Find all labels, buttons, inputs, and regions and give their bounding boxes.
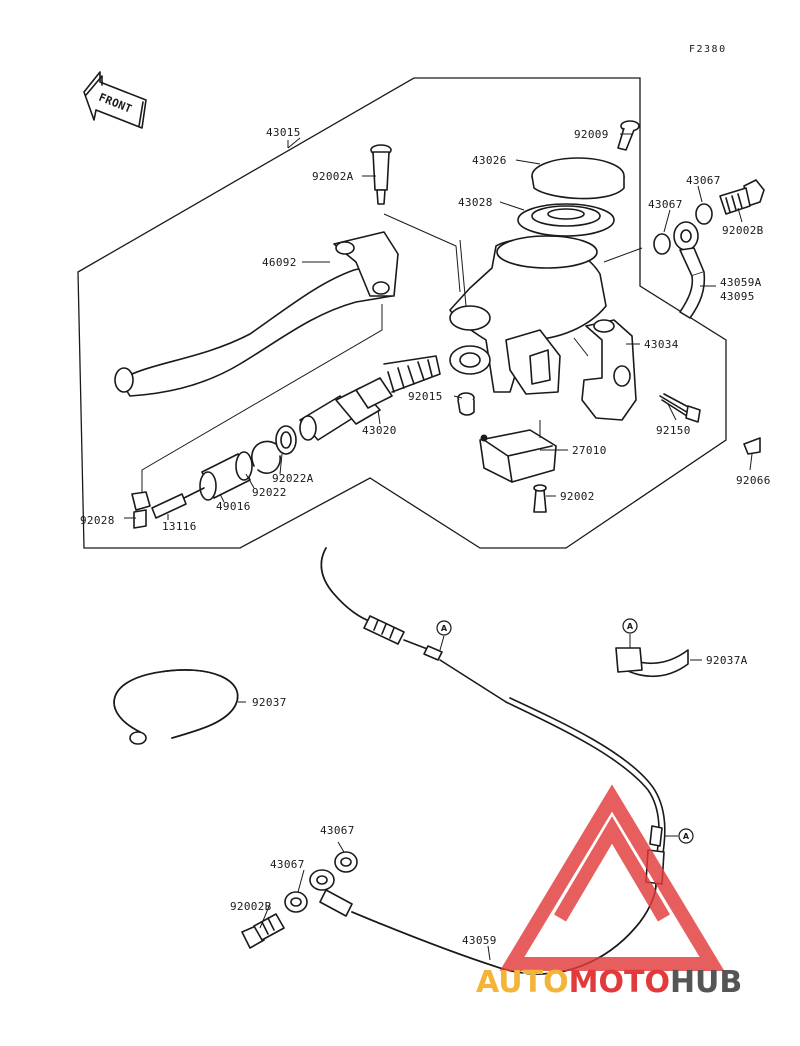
- washer-43067-top-b: [695, 203, 713, 225]
- callout-a-lower: A: [664, 828, 694, 844]
- lever-46092: [114, 231, 399, 397]
- label-43067-low-b: 43067: [270, 858, 305, 871]
- label-92150: 92150: [656, 424, 691, 437]
- label-92002: 92002: [560, 490, 595, 503]
- label-43020: 43020: [362, 424, 397, 437]
- label-92037A: 92037A: [706, 654, 748, 667]
- bolt-92002B-top: [719, 179, 765, 215]
- label-13116: 13116: [162, 520, 197, 533]
- label-92022: 92022: [252, 486, 287, 499]
- label-43067-top-b: 43067: [686, 174, 721, 187]
- label-49016: 49016: [216, 500, 251, 513]
- watermark-part-3: HUB: [670, 965, 742, 1000]
- cap-92066: [743, 437, 761, 455]
- label-92028: 92028: [80, 514, 115, 527]
- nut-92028: [131, 491, 151, 511]
- svg-text:A: A: [627, 622, 634, 631]
- svg-text:AUTOMOTOHUB: AUTOMOTOHUB: [476, 965, 742, 1000]
- clamp-43034: [581, 319, 637, 421]
- callout-a-right: A: [622, 618, 638, 648]
- master-cylinder-body: [449, 235, 607, 395]
- diaphragm-43028: [517, 203, 615, 237]
- clamp-92037A: [615, 647, 689, 677]
- label-43028: 43028: [458, 196, 493, 209]
- watermark-part-2: MOTO: [569, 965, 670, 1000]
- label-43034: 43034: [644, 338, 679, 351]
- assembly-frame: [77, 77, 727, 549]
- svg-text:A: A: [441, 624, 448, 633]
- label-46092: 46092: [262, 256, 297, 269]
- label-43067-low-a: 43067: [320, 824, 355, 837]
- label-27010: 27010: [572, 444, 607, 457]
- part-labels: 43015 92002A 46092 92009 43026 43028 430…: [80, 126, 771, 947]
- pushrod-13116: [151, 487, 205, 519]
- circlip-92022A: [251, 440, 281, 474]
- label-92009: 92009: [574, 128, 609, 141]
- screw-92009: [617, 120, 640, 151]
- svg-text:A: A: [683, 832, 690, 841]
- label-92002A: 92002A: [312, 170, 354, 183]
- washer-43067-top-a: [653, 233, 671, 255]
- figure-code: F2380: [689, 44, 727, 55]
- callout-a-upper: A: [436, 620, 452, 651]
- pipe-upper: [439, 659, 507, 703]
- screw-92002: [533, 484, 547, 513]
- label-43059: 43059: [462, 934, 497, 947]
- label-92002B-lower: 92002B: [230, 900, 272, 913]
- label-43067-top-a: 43067: [648, 198, 683, 211]
- reservoir-cap-43026: [531, 157, 625, 200]
- switch-27010: [479, 429, 557, 483]
- watermark-part-1: AUTO: [476, 965, 569, 1000]
- bolt-92150: [659, 393, 701, 423]
- leader-lines: [124, 133, 753, 961]
- label-92066: 92066: [736, 474, 771, 487]
- label-43059A: 43059A: [720, 276, 762, 289]
- watermark-logo: AUTOMOTOHUB: [476, 784, 742, 1000]
- boot-92015: [457, 392, 475, 416]
- piston-43020: [299, 355, 441, 441]
- front-arrow-icon: FRONT: [83, 71, 147, 129]
- label-92037: 92037: [252, 696, 287, 709]
- bolt-92002B-lower: [241, 913, 285, 949]
- bolt-92002A: [370, 144, 392, 205]
- label-92022A: 92022A: [272, 472, 314, 485]
- label-92015: 92015: [408, 390, 443, 403]
- label-92002B-top: 92002B: [722, 224, 764, 237]
- label-43095: 43095: [720, 290, 755, 303]
- hose-upper: [320, 547, 443, 661]
- sleeve-49016: [199, 451, 253, 501]
- banjo-lower: [309, 869, 353, 917]
- label-43015: 43015: [266, 126, 301, 139]
- banjo-fitting: [673, 221, 706, 319]
- band-92037: [113, 669, 239, 745]
- label-43026: 43026: [472, 154, 507, 167]
